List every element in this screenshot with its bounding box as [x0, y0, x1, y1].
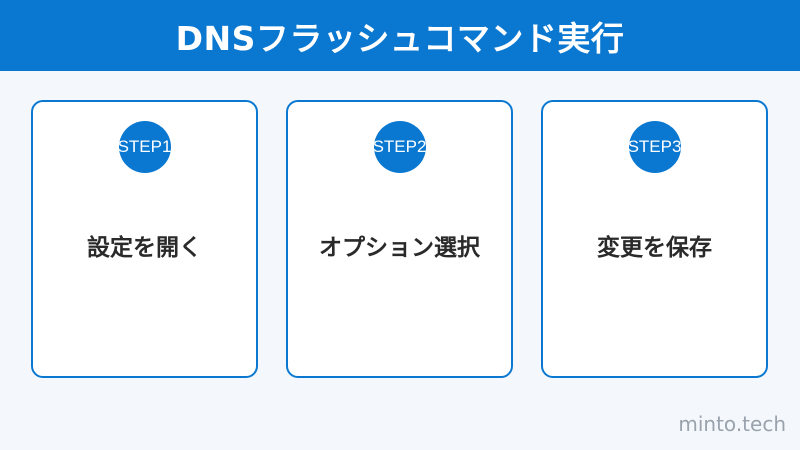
step-label: 変更を保存 — [597, 235, 712, 261]
step-label: オプション選択 — [319, 235, 480, 261]
step-badge-label: STEP1 — [118, 137, 171, 156]
step-card-1: STEP1 設定を開く — [31, 100, 258, 378]
step-badge-label: STEP2 — [373, 137, 426, 156]
step-card-2: STEP2 オプション選択 — [286, 100, 513, 378]
step-badge-label: STEP3 — [628, 137, 681, 156]
step-badge-3: STEP3 — [628, 121, 681, 173]
step-badge-1: STEP1 — [118, 121, 171, 173]
step-badge-2: STEP2 — [373, 121, 426, 173]
watermark: minto.tech — [678, 412, 786, 436]
page-title: DNSフラッシュコマンド実行 — [175, 18, 625, 58]
step-label: 設定を開く — [87, 235, 202, 261]
header-bar: DNSフラッシュコマンド実行 — [0, 0, 800, 71]
step-card-3: STEP3 変更を保存 — [541, 100, 768, 378]
